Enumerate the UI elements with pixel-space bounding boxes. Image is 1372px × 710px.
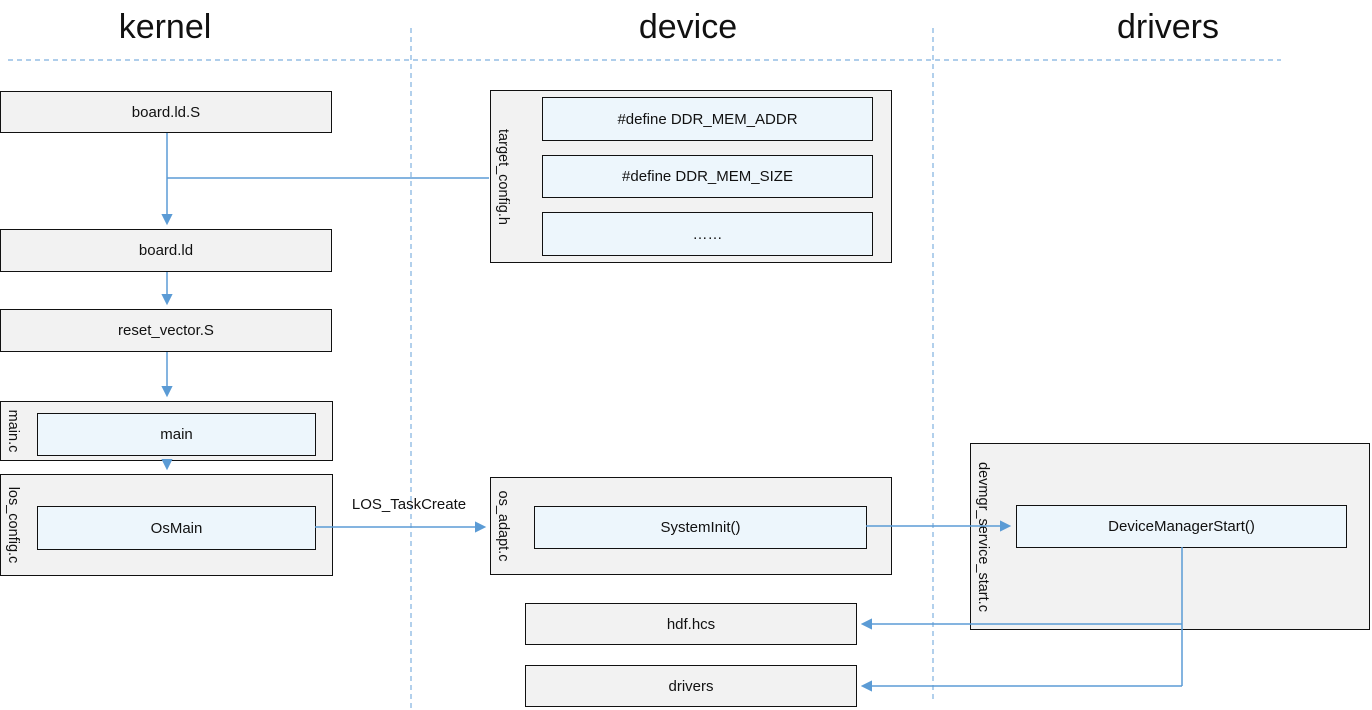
group-label-los-config-c: los_config.c [5, 486, 21, 564]
node-target-config-ellipsis: …… [542, 212, 873, 256]
node-board-ld: board.ld [0, 229, 332, 272]
lane-header-drivers: drivers [1116, 8, 1220, 46]
lane-header-kernel: kernel [118, 8, 212, 46]
node-drivers: drivers [525, 665, 857, 707]
group-main-c: main.c main [0, 401, 333, 461]
group-label-os-adapt-c: os_adapt.c [495, 490, 511, 562]
group-los-config-c: los_config.c OsMain [0, 474, 333, 576]
edge-label-los-taskcreate: LOS_TaskCreate [351, 496, 467, 513]
node-ddr-mem-size: #define DDR_MEM_SIZE [542, 155, 873, 198]
group-os-adapt-c: os_adapt.c SystemInit() [490, 477, 892, 575]
node-ddr-mem-addr: #define DDR_MEM_ADDR [542, 97, 873, 141]
group-devmgr-service-start-c: devmgr_service_start.c DeviceManagerStar… [970, 443, 1370, 630]
node-main-fn: main [37, 413, 316, 456]
node-osmain-fn: OsMain [37, 506, 316, 550]
node-hdf-hcs: hdf.hcs [525, 603, 857, 645]
lane-header-device: device [638, 8, 738, 46]
group-label-devmgr-service-start-c: devmgr_service_start.c [975, 461, 991, 612]
node-board-ld-s: board.ld.S [0, 91, 332, 133]
node-devicemanagerstart-fn: DeviceManagerStart() [1016, 505, 1347, 548]
group-target-config-h: target_config.h #define DDR_MEM_ADDR #de… [490, 90, 892, 263]
node-reset-vector: reset_vector.S [0, 309, 332, 352]
group-label-target-config-h: target_config.h [495, 128, 511, 225]
group-label-main-c: main.c [5, 409, 21, 453]
node-systeminit-fn: SystemInit() [534, 506, 867, 549]
